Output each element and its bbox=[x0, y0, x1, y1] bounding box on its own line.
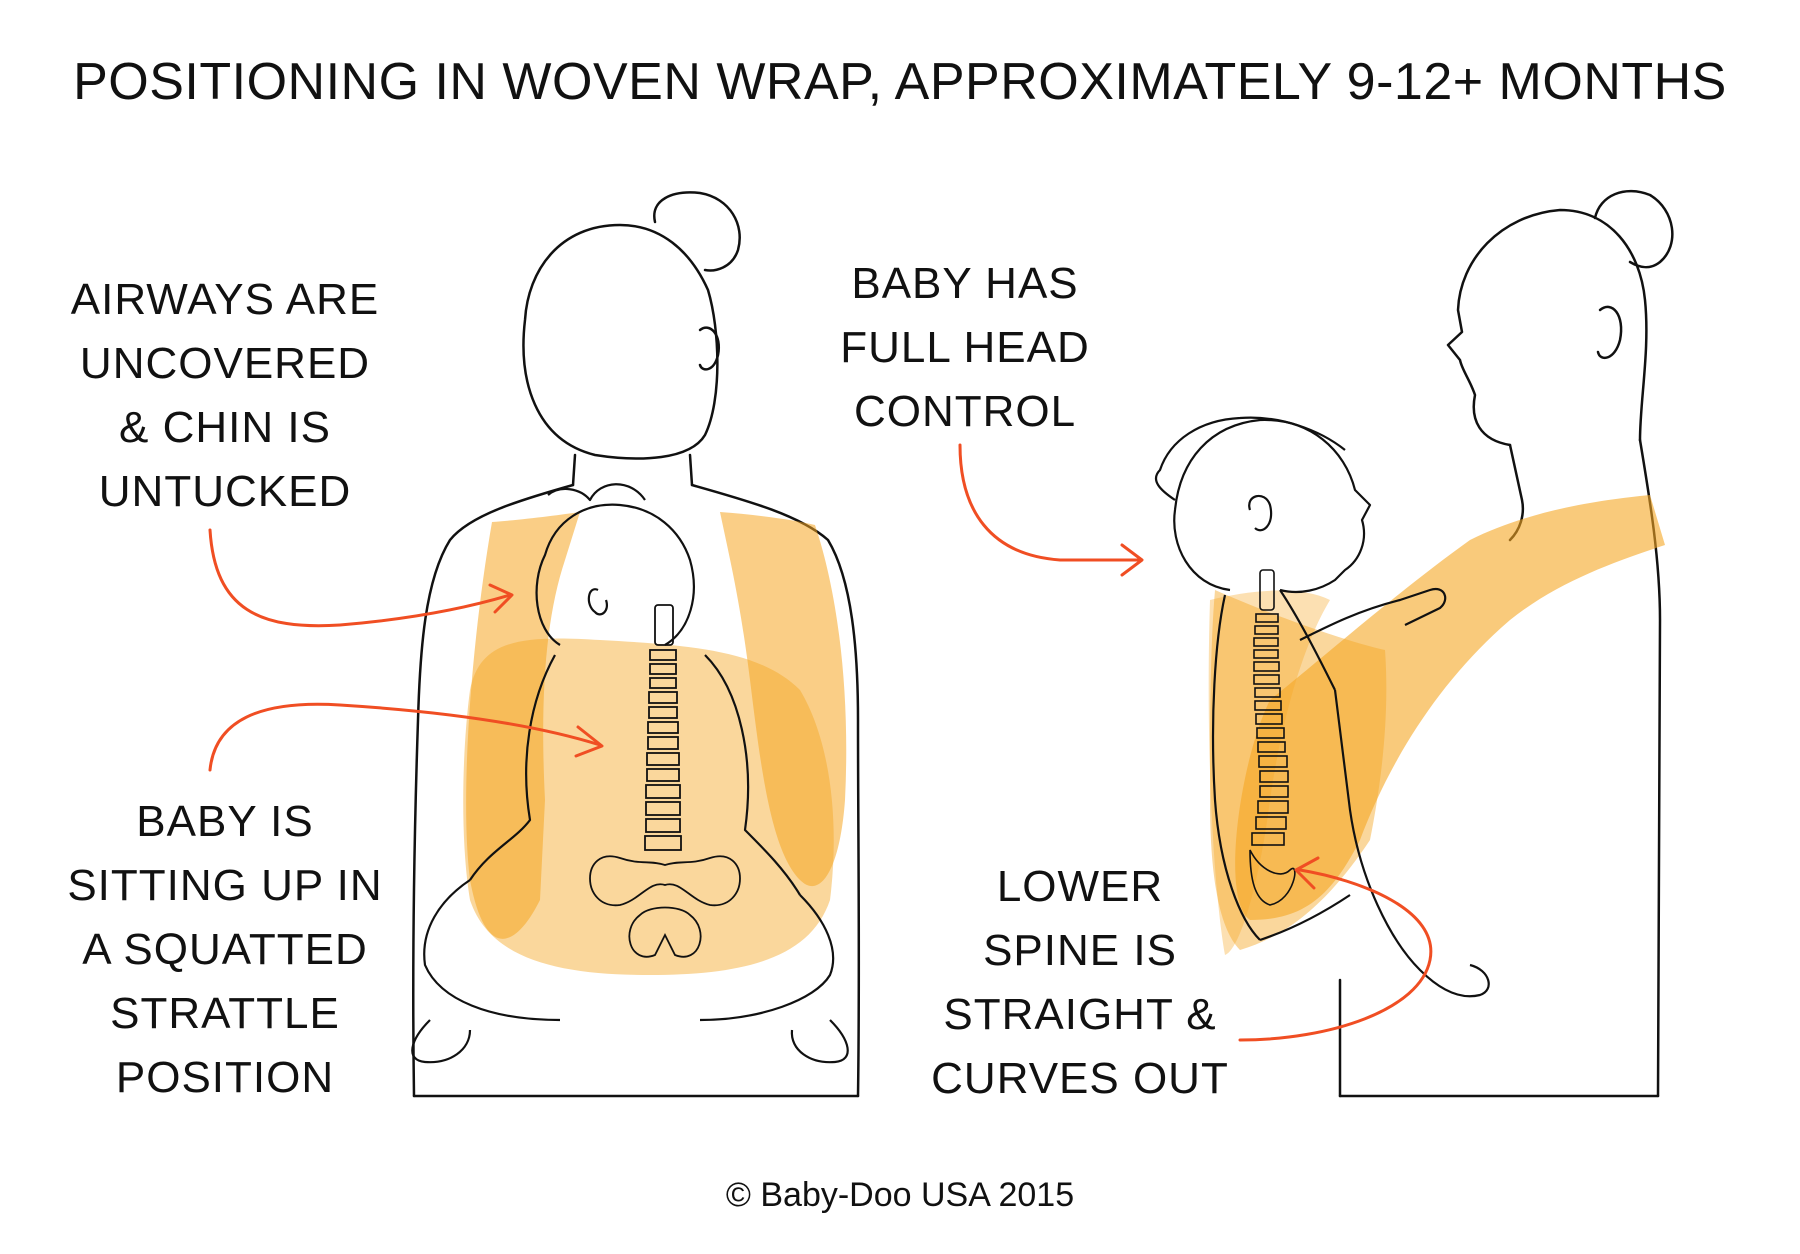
parent-back-view bbox=[411, 191, 861, 1098]
label-airways: AIRWAYS ARE UNCOVERED & CHIN IS UNTUCKED bbox=[60, 268, 390, 524]
label-line: POSITION bbox=[115, 1053, 335, 1102]
label-line: FULL HEAD bbox=[840, 323, 1090, 372]
label-line: UNCOVERED bbox=[79, 339, 371, 388]
label-line: & CHIN IS bbox=[119, 403, 331, 452]
label-line: LOWER bbox=[996, 862, 1164, 911]
label-lower-spine: LOWER SPINE IS STRAIGHT & CURVES OUT bbox=[910, 855, 1250, 1111]
label-line: UNTUCKED bbox=[98, 467, 352, 516]
arrow-airways bbox=[208, 528, 512, 628]
label-line: CURVES OUT bbox=[931, 1054, 1229, 1103]
label-sitting: BABY IS SITTING UP IN A SQUATTED STRATTL… bbox=[50, 790, 400, 1110]
arrow-spine bbox=[1238, 868, 1433, 1042]
label-line: STRATTLE bbox=[110, 989, 340, 1038]
arrow-head bbox=[958, 443, 1142, 562]
label-line: CONTROL bbox=[853, 387, 1077, 436]
label-line: BABY IS bbox=[136, 797, 314, 846]
wrap-fabric-right bbox=[1208, 495, 1665, 955]
label-line: AIRWAYS ARE bbox=[70, 275, 380, 324]
baby-side-view bbox=[1154, 416, 1490, 998]
label-line: A SQUATTED bbox=[82, 925, 368, 974]
pointer-arrows bbox=[208, 443, 1433, 1042]
label-line: SITTING UP IN bbox=[67, 861, 383, 910]
arrow-sitting bbox=[208, 702, 602, 772]
diagram-title: POSITIONING IN WOVEN WRAP, APPROXIMATELY… bbox=[73, 53, 1727, 111]
parent-side-view bbox=[1338, 189, 1674, 1098]
copyright-notice: © Baby-Doo USA 2015 bbox=[725, 1176, 1075, 1214]
spine-left bbox=[589, 604, 741, 958]
label-head-control: BABY HAS FULL HEAD CONTROL bbox=[800, 252, 1130, 444]
baby-back-view bbox=[411, 483, 849, 1064]
spine-right bbox=[1249, 569, 1296, 906]
label-line: BABY HAS bbox=[851, 259, 1079, 308]
label-line: SPINE IS bbox=[983, 926, 1177, 975]
wrap-fabric-left bbox=[463, 512, 847, 975]
label-line: STRAIGHT & bbox=[943, 990, 1217, 1039]
